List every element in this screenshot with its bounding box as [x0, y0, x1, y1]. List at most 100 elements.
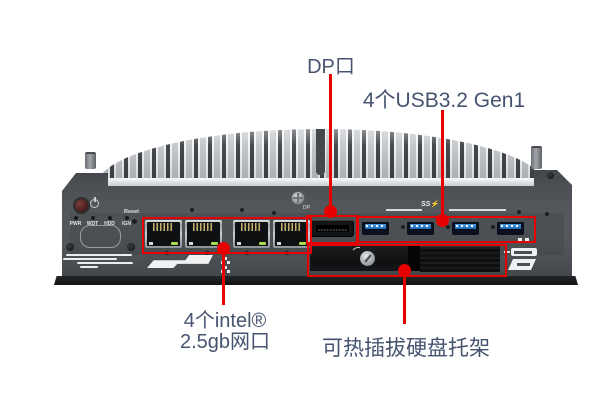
lan-port-4 [273, 220, 310, 248]
usb-port-4 [497, 221, 524, 235]
dp-highlight-box [306, 215, 359, 244]
heatsink-base-edge [103, 178, 539, 187]
decor-line [449, 209, 506, 211]
status-led-hdd: HDD [103, 216, 116, 227]
rj45-pins [193, 223, 214, 231]
drive-label-badge [511, 248, 537, 256]
lan-label-line1: 4个intel® [183, 310, 267, 332]
antenna-connector-right [531, 146, 542, 169]
reset-label: Reset [124, 209, 139, 215]
decor-line [80, 266, 98, 268]
panel-dot [545, 212, 549, 216]
decor-dash [504, 251, 510, 253]
drive-bay-lock [360, 251, 375, 266]
decor-line [77, 262, 133, 264]
lan-port-2 [185, 220, 222, 248]
usb-port-group [362, 221, 532, 235]
rj45-pins [281, 223, 302, 231]
usb-leader-line [441, 110, 444, 222]
usb-port-3 [452, 221, 479, 235]
usb-ports-label: 4个USB3.2 Gen1 [362, 89, 526, 112]
cover-plate-outline [80, 225, 121, 248]
usb-tongue [410, 224, 431, 229]
panel-dot [272, 211, 276, 215]
rj45-indicator [277, 242, 281, 245]
drive-tray-vent [420, 246, 500, 272]
panel-dot [401, 225, 405, 229]
reset-button [132, 219, 137, 224]
rj45-indicator [149, 242, 153, 245]
usb-tongue [365, 224, 386, 229]
power-button [73, 197, 90, 214]
rj45-jack [235, 222, 268, 246]
dp-leader-line [329, 74, 332, 213]
decor-line [66, 254, 132, 256]
panel-screw [291, 191, 305, 205]
led-label: PWR [69, 221, 82, 227]
rj45-jack [147, 222, 180, 246]
screw-hole [66, 243, 74, 251]
hdd-leader-line [403, 270, 406, 324]
usb-superspeed-logo: SS⚡ [421, 201, 440, 208]
rj45-pins [153, 223, 174, 231]
usb-port-1 [362, 221, 389, 235]
shoulder-screw [547, 172, 554, 179]
rj45-jack [275, 222, 308, 246]
decor-square [518, 238, 522, 242]
badge-text-line [514, 251, 532, 254]
usb-tongue [500, 224, 521, 229]
decor-line [386, 209, 422, 211]
dp-leader-dot [324, 205, 337, 218]
status-led-ign: IGN [120, 216, 133, 227]
power-icon-stem [94, 197, 96, 202]
rj45-indicator [237, 242, 241, 245]
led-label: WDT [86, 221, 99, 227]
status-led-pwr: PWR [69, 216, 82, 227]
status-led-row: PWR WDT HDD IGN [69, 216, 133, 227]
led-dot [107, 216, 112, 220]
led-label: IGN [122, 221, 131, 227]
chassis-base [54, 276, 578, 285]
lan-ports-label: 4个intel® 2.5gb网口 [140, 311, 310, 353]
led-label: HDD [104, 221, 115, 227]
hdd-tray-icon [508, 259, 536, 270]
dp-port-label: DP口 [307, 56, 355, 78]
decor-line [63, 258, 117, 260]
rj45-pins [241, 223, 262, 231]
usb-port-2 [407, 221, 434, 235]
panel-dot [491, 225, 495, 229]
lan-port-group [145, 220, 310, 248]
dp-slot [316, 225, 349, 232]
led-dot [124, 216, 129, 220]
screw-hole [127, 243, 135, 251]
displayport-port [311, 220, 354, 237]
rj45-indicator [189, 242, 193, 245]
rj45-led [211, 242, 218, 245]
led-dot [90, 216, 95, 220]
lan-port-1 [145, 220, 182, 248]
panel-dot [190, 208, 194, 212]
panel-dot [517, 210, 521, 214]
antenna-connector-left [85, 152, 96, 169]
decor-square [525, 238, 529, 242]
status-led-wdt: WDT [86, 216, 99, 227]
dp-pins [318, 229, 347, 231]
lan-leader-line [222, 248, 225, 305]
hdd-tray-icon-slot [517, 263, 530, 266]
lan-port-3 [233, 220, 270, 248]
lan-label-line2: 2.5gb网口 [179, 331, 271, 353]
usb-highlight-box [356, 216, 536, 243]
panel-dot [446, 225, 450, 229]
rj45-led [259, 242, 266, 245]
usb-tongue [455, 224, 476, 229]
led-dot [73, 216, 78, 220]
panel-dot [240, 208, 244, 212]
rj45-led [299, 242, 306, 245]
rj45-jack [187, 222, 220, 246]
rj45-led [171, 242, 178, 245]
hdd-tray-label: 可热插拔硬盘托架 [322, 337, 490, 360]
drive-tray-door [310, 246, 408, 271]
dp-port-marking: DP [303, 205, 310, 211]
drive-tray-divider [408, 246, 420, 271]
